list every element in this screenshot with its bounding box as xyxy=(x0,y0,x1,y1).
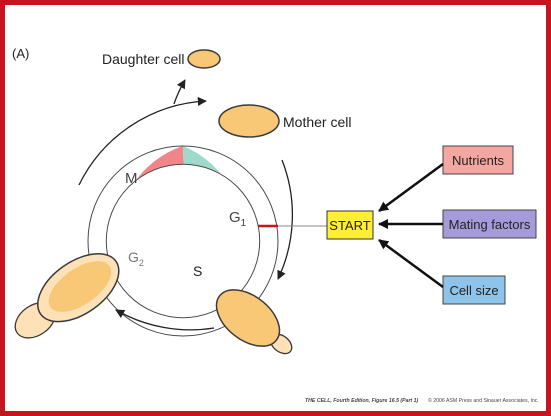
daughter-release-arrow xyxy=(173,79,186,105)
figure-caption-copyright: © 2006 ASM Press and Sinauer Associates,… xyxy=(428,397,539,404)
phase-s-label: S xyxy=(193,263,202,279)
figure-caption-source: THE CELL, Fourth Edition, Figure 16.5 (P… xyxy=(305,398,419,404)
mother-cell xyxy=(218,104,280,138)
start-box xyxy=(326,210,374,240)
cell-cycle-ring xyxy=(87,145,279,337)
cycle-arrow-to-mother xyxy=(78,96,207,186)
phase-g1-label: G1 xyxy=(229,209,247,229)
daughter-cell xyxy=(187,49,221,69)
large-budded-cell xyxy=(14,253,120,339)
nutrients-box xyxy=(442,145,514,175)
phase-g2-label: G2 xyxy=(128,249,144,268)
mating-factors-label: Mating factors xyxy=(449,217,531,232)
cycle-arrow-to-large-bud xyxy=(115,309,215,331)
cycle-arrow-to-budding xyxy=(277,159,293,280)
start-label: START xyxy=(329,218,370,233)
nutrients-label: Nutrients xyxy=(452,153,505,168)
nutrients-arrow xyxy=(378,162,444,213)
phase-m-label: M xyxy=(125,170,138,187)
daughter-cell-label: Daughter cell xyxy=(102,51,185,67)
cell-size-arrow xyxy=(378,238,444,289)
cell-size-label: Cell size xyxy=(449,283,498,298)
panel-label: (A) xyxy=(12,46,29,61)
budding-cell xyxy=(215,289,293,355)
cell-size-box xyxy=(442,275,506,305)
mother-cell-label: Mother cell xyxy=(283,114,351,130)
cell-cycle-diagram: (A) M G1 S G2 Daughter cell Mother cell … xyxy=(12,46,539,404)
